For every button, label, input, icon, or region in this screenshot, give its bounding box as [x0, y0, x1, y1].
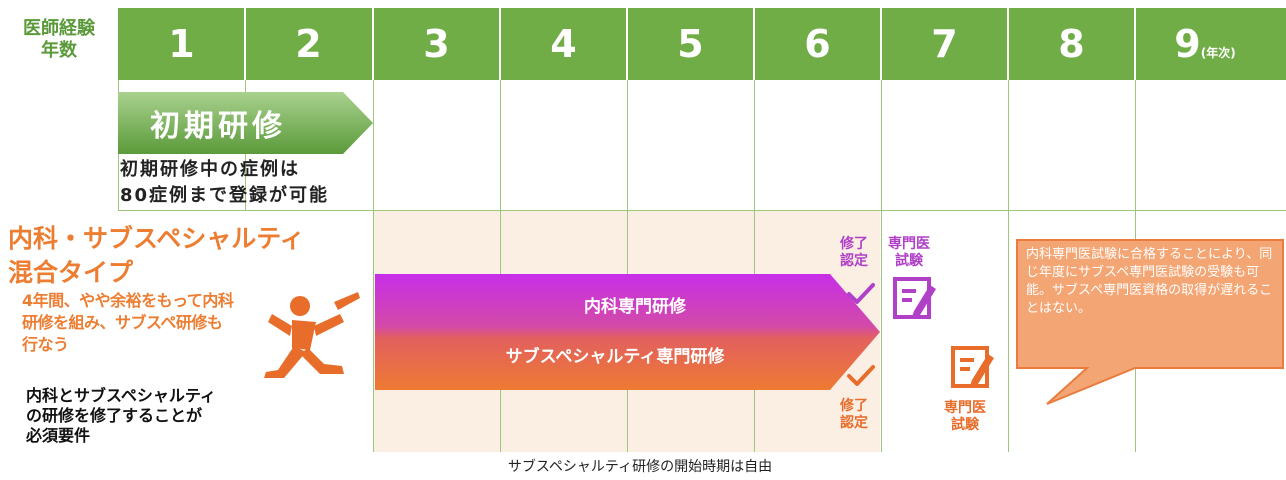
subspecialty-training-label: サブスペシャルティ専門研修	[506, 346, 726, 366]
exam-icon-orange	[951, 346, 994, 388]
grid-line	[627, 80, 628, 452]
year-2: 2	[295, 22, 322, 66]
footer-note: サブスペシャルティ研修の開始時期は自由	[507, 459, 773, 475]
grid-line	[881, 80, 882, 452]
years-of-experience-label: 医師経験 年数	[23, 18, 95, 61]
running-person-icon	[264, 292, 360, 378]
header-divider	[244, 8, 246, 80]
grid-line	[500, 80, 501, 452]
year-3: 3	[423, 22, 450, 66]
initial-training-title: 初期研修	[150, 110, 286, 143]
check-icon-orange	[847, 365, 875, 386]
internal-medicine-training-label: 内科専門研修	[584, 296, 687, 316]
callout-text: 内科専門医試験に合格することにより、同じ年度にサブスペ専門医試験の受験も可能。サ…	[1026, 247, 1273, 316]
specialist-exam-label-bottom: 専門医 試験	[944, 400, 986, 433]
grid-line	[754, 80, 755, 452]
mixed-type-description: 4年間、やや余裕をもって内科 研修を組み、サブスペ研修も 行なう	[22, 291, 234, 354]
completion-label-top: 修了 認定	[840, 236, 868, 269]
year-6: 6	[804, 22, 831, 66]
grid-line	[373, 80, 374, 452]
year-unit: (年次)	[1200, 46, 1236, 60]
exam-icon-purple	[893, 277, 936, 319]
specialist-exam-label-top: 専門医 試験	[888, 236, 930, 269]
header-divider	[626, 8, 628, 80]
grid-row-line	[118, 210, 1286, 211]
year-7: 7	[931, 22, 958, 66]
grid-line	[1008, 80, 1009, 452]
year-1: 1	[168, 22, 195, 66]
year-header-bar: 1 2 3 4 5 6 7 8 9(年次)	[118, 8, 1286, 80]
initial-training-note: 初期研修中の症例は 80症例まで登録が可能	[120, 159, 330, 206]
header-divider	[753, 8, 755, 80]
mixed-type-title: 内科・サブスペシャルティ 混合タイプ	[8, 224, 305, 287]
check-icon-purple	[847, 283, 875, 304]
header-divider	[1007, 8, 1009, 80]
requirement-text: 内科とサブスペシャルティ の研修を修了することが 必須要件	[26, 386, 216, 445]
header-divider	[499, 8, 501, 80]
year-9-number: 9	[1174, 22, 1201, 66]
year-4: 4	[550, 22, 577, 66]
year-8: 8	[1058, 22, 1085, 66]
completion-label-bottom: 修了 認定	[840, 398, 868, 431]
header-divider	[372, 8, 374, 80]
header-divider	[880, 8, 882, 80]
training-arrow: 内科専門研修 サブスペシャルティ専門研修	[375, 274, 880, 390]
callout-bubble	[1016, 239, 1284, 405]
header-divider	[1134, 8, 1136, 80]
year-9: 9(年次)	[1135, 8, 1275, 80]
initial-training-arrow: 初期研修	[118, 92, 373, 154]
year-5: 5	[677, 22, 704, 66]
